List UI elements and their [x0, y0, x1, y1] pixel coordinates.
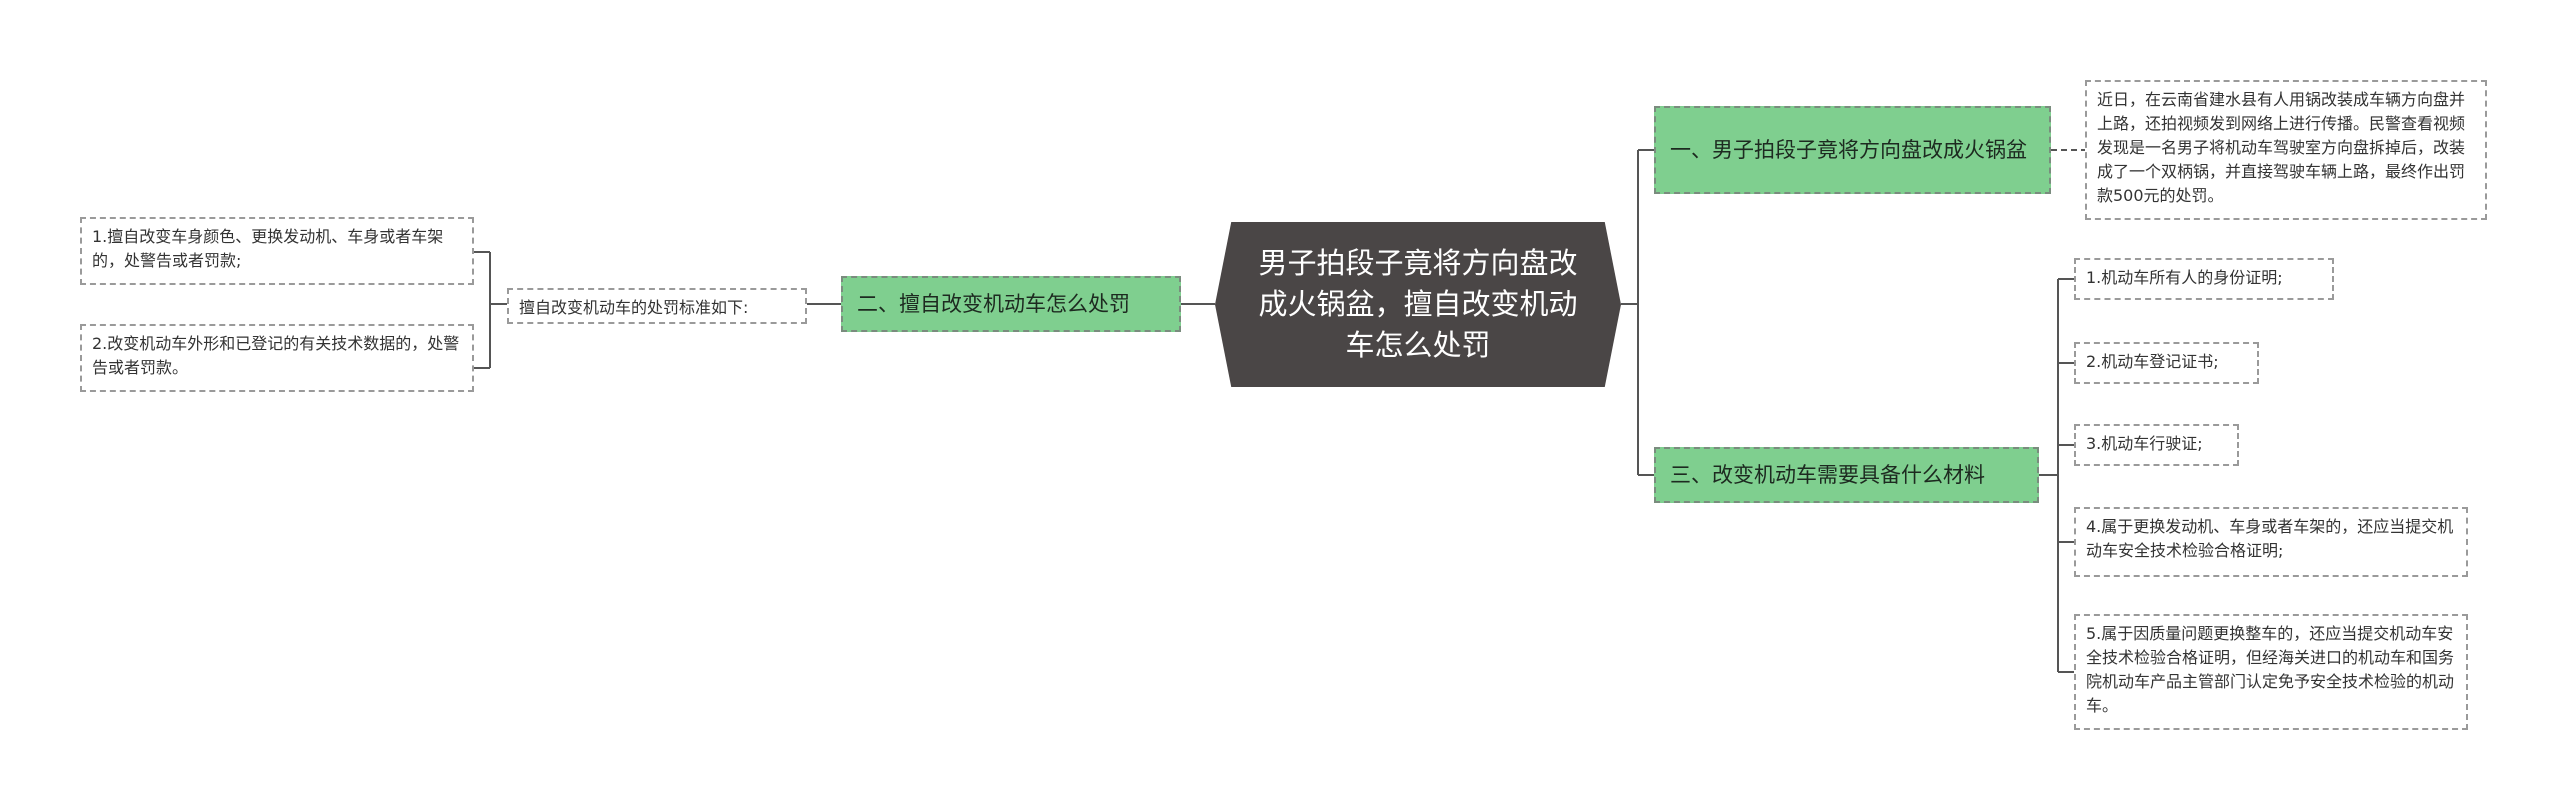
branch-2-sub-node[interactable]: 擅自改变机动车的处罚标准如下: [507, 288, 807, 324]
branch-2-label: 二、擅自改变机动车怎么处罚 [857, 291, 1130, 316]
branch-3-detail-5[interactable]: 5.属于因质量问题更换整车的，还应当提交机动车安全技术检验合格证明，但经海关进口… [2074, 614, 2468, 730]
branch-2-node[interactable]: 二、擅自改变机动车怎么处罚 [841, 276, 1181, 332]
branch-3-detail-1-text: 1.机动车所有人的身份证明; [2086, 268, 2283, 287]
branch-1-detail-text: 近日，在云南省建水县有人用锅改装成车辆方向盘并上路，还拍视频发到网络上进行传播。… [2097, 90, 2466, 205]
branch-3-detail-5-text: 5.属于因质量问题更换整车的，还应当提交机动车安全技术检验合格证明，但经海关进口… [2086, 624, 2455, 715]
central-topic-text: 男子拍段子竟将方向盘改成火锅盆，擅自改变机动车怎么处罚 [1258, 246, 1578, 362]
branch-1-detail[interactable]: 近日，在云南省建水县有人用锅改装成车辆方向盘并上路，还拍视频发到网络上进行传播。… [2085, 80, 2487, 220]
branch-1-label: 一、男子拍段子竟将方向盘改成火锅盆 [1670, 137, 2027, 162]
branch-3-detail-3[interactable]: 3.机动车行驶证; [2074, 424, 2239, 466]
branch-3-detail-2[interactable]: 2.机动车登记证书; [2074, 342, 2259, 384]
branch-3-detail-4-text: 4.属于更换发动机、车身或者车架的，还应当提交机动车安全技术检验合格证明; [2086, 517, 2454, 560]
branch-3-detail-2-text: 2.机动车登记证书; [2086, 352, 2219, 371]
branch-3-label: 三、改变机动车需要具备什么材料 [1670, 462, 1985, 487]
central-topic[interactable]: 男子拍段子竟将方向盘改成火锅盆，擅自改变机动车怎么处罚 [1215, 222, 1621, 387]
branch-2-sub-label: 擅自改变机动车的处罚标准如下: [519, 298, 749, 317]
branch-2-detail-1[interactable]: 1.擅自改变车身颜色、更换发动机、车身或者车架的，处警告或者罚款; [80, 217, 474, 285]
branch-3-detail-4[interactable]: 4.属于更换发动机、车身或者车架的，还应当提交机动车安全技术检验合格证明; [2074, 507, 2468, 577]
branch-2-detail-1-text: 1.擅自改变车身颜色、更换发动机、车身或者车架的，处警告或者罚款; [92, 227, 444, 270]
branch-3-node[interactable]: 三、改变机动车需要具备什么材料 [1654, 447, 2039, 503]
branch-1-node[interactable]: 一、男子拍段子竟将方向盘改成火锅盆 [1654, 106, 2051, 194]
branch-2-detail-2-text: 2.改变机动车外形和已登记的有关技术数据的，处警告或者罚款。 [92, 334, 460, 377]
branch-2-detail-2[interactable]: 2.改变机动车外形和已登记的有关技术数据的，处警告或者罚款。 [80, 324, 474, 392]
branch-3-detail-1[interactable]: 1.机动车所有人的身份证明; [2074, 258, 2334, 300]
branch-3-detail-3-text: 3.机动车行驶证; [2086, 434, 2203, 453]
